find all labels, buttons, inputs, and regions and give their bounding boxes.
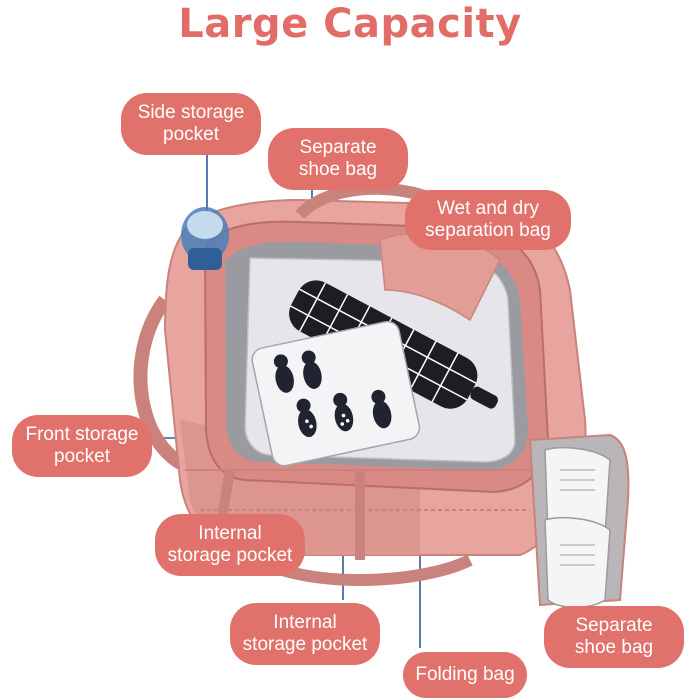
callout-front-storage-pocket: Front storage pocket <box>12 415 152 477</box>
callout-internal-storage-pocket-1: Internal storage pocket <box>155 514 305 576</box>
callout-internal-storage-pocket-2: Internal storage pocket <box>230 603 380 665</box>
water-bottle-icon <box>181 207 229 270</box>
callout-folding-bag: Folding bag <box>403 652 527 698</box>
callout-separate-shoe-bag-top: Separate shoe bag <box>268 128 408 190</box>
sneakers-icon <box>528 433 630 609</box>
cat-pouch-icon <box>251 320 421 467</box>
bag-body <box>133 182 587 586</box>
page-title: Large Capacity <box>178 1 522 47</box>
callout-side-storage-pocket: Side storage pocket <box>121 93 261 155</box>
callout-wet-dry-separation-bag: Wet and dry separation bag <box>405 190 571 250</box>
callout-separate-shoe-bag-bottom: Separate shoe bag <box>544 606 684 668</box>
